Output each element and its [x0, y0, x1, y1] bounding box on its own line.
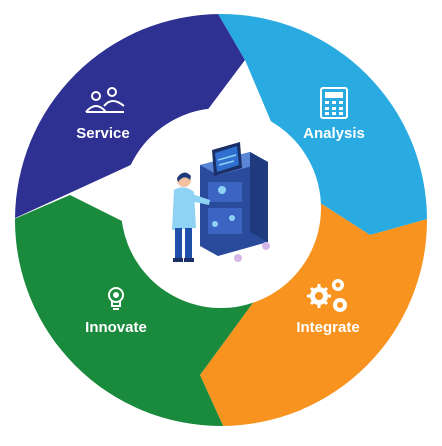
service-label: Service: [76, 125, 130, 142]
innovate-label: Innovate: [85, 319, 147, 336]
gears-icon: [307, 279, 347, 312]
analysis-label: Analysis: [303, 125, 365, 142]
calculator-icon: [320, 87, 348, 119]
lightbulb-icon: [108, 287, 124, 310]
scientist-with-instrument-icon: [172, 142, 270, 262]
people-icon: [85, 87, 125, 113]
integrate-label: Integrate: [296, 319, 360, 336]
